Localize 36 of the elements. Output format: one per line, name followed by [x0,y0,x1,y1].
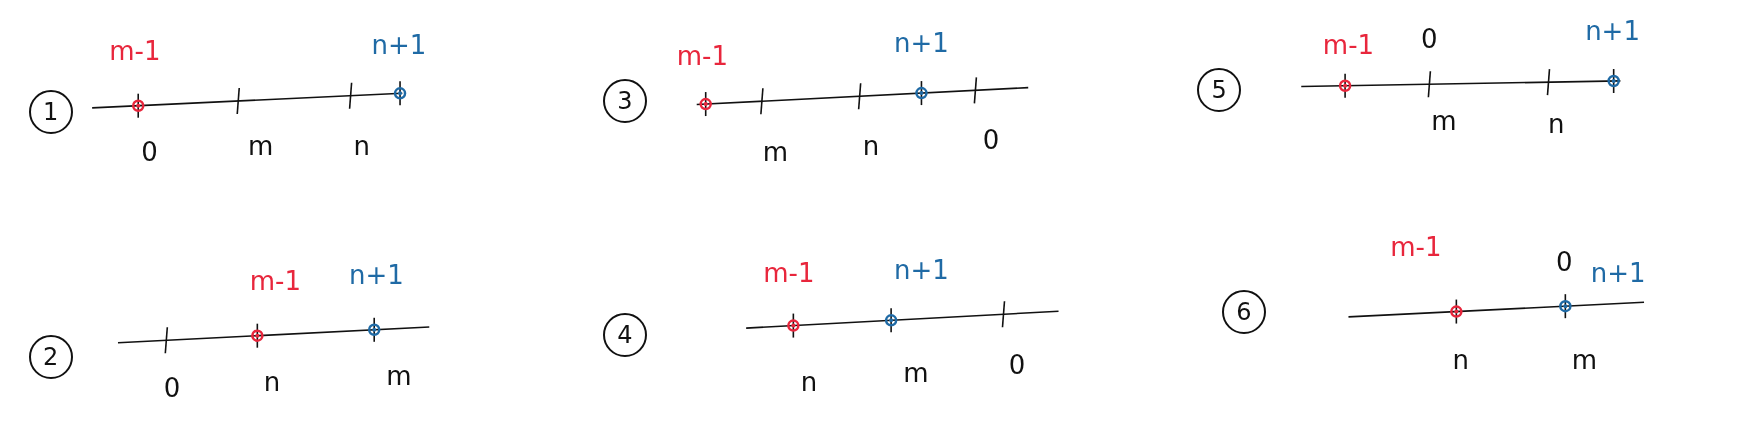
point-label: m-1 [1390,234,1442,261]
point-label: m-1 [109,37,161,64]
tick-label: n [1452,346,1470,373]
tick-label: n [800,369,818,396]
point-label: n+1 [1585,18,1640,45]
tick-label: 0 [1008,352,1026,379]
tick-label: m [248,133,274,160]
tick-label: n [862,133,880,160]
tick-label: m [903,360,929,387]
tick-label: 0 [982,127,1000,154]
point-label: n+1 [371,31,427,58]
tick-label: m [1571,346,1598,373]
tick-label: 0 [1555,248,1573,275]
tick-label: n [353,133,371,160]
tick-label: 0 [163,374,181,401]
step-number-circle: 2 [28,335,73,380]
step-number-circle: 1 [28,90,73,135]
step-number-circle: 6 [1221,290,1266,335]
point-label: m-1 [676,43,728,70]
tick-label: n [263,369,281,396]
tick-label: 0 [1421,26,1438,53]
step-number-circle: 5 [1197,67,1242,112]
point-label: m-1 [763,260,815,287]
tick-label: m [762,138,788,165]
tick-label: 0 [141,138,158,165]
point-label: m-1 [1322,31,1375,58]
tick-label: m [1431,108,1457,135]
point-label: n+1 [894,256,949,283]
point-label: n+1 [894,29,949,56]
point-label: m-1 [249,267,301,294]
step-number-circle: 4 [602,312,647,357]
tick-label: n [1548,110,1565,137]
tick-label: m [386,363,412,390]
point-label: n+1 [349,262,404,289]
point-label: n+1 [1590,260,1646,287]
step-number-circle: 3 [602,79,647,124]
